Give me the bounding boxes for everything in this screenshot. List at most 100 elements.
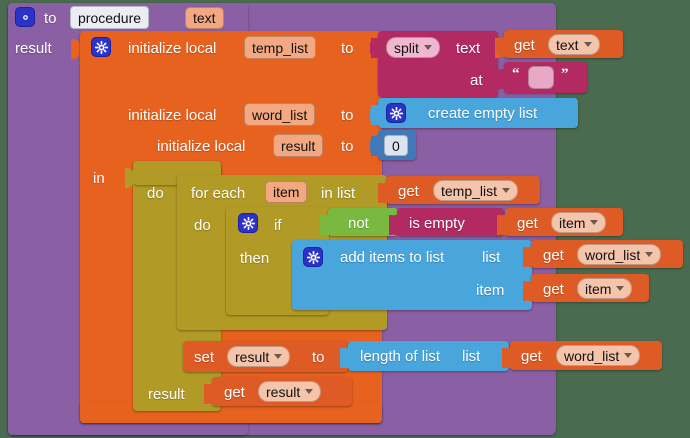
procedure-to-label: to (44, 10, 57, 27)
set-result-to-label: to (312, 349, 325, 366)
gear-icon[interactable] (91, 37, 111, 57)
get-word-list-1-var-dropdown[interactable]: word_list (577, 244, 662, 265)
gear-icon[interactable] (238, 213, 258, 233)
add-items-item-label: item (476, 282, 505, 299)
get-word-list-1-output-plug (523, 247, 532, 267)
create-empty-list-output-plug (370, 105, 379, 125)
get-item-2-output-plug (523, 281, 532, 301)
for-each-label: for each (191, 185, 246, 202)
chevron-down-icon[interactable] (645, 252, 654, 257)
init-local-to-label-2: to (341, 107, 354, 124)
not-block[interactable] (328, 208, 398, 236)
get-word-list-2-var-dropdown[interactable]: word_list (556, 345, 641, 366)
for-each-var-chip[interactable]: item (265, 181, 308, 203)
for-each-var-value: item (273, 184, 300, 200)
procedure-result-label: result (15, 40, 52, 57)
length-of-list-output-plug (340, 348, 349, 368)
if-label: if (274, 217, 282, 234)
length-of-list-label: length of list (360, 348, 441, 365)
init-local-label-3: initialize local (157, 138, 246, 155)
gear-icon[interactable] (15, 7, 35, 27)
chevron-down-icon[interactable] (502, 188, 511, 193)
is-empty-block[interactable] (397, 208, 504, 236)
procedure-name-field[interactable]: procedure (70, 6, 150, 29)
add-items-to-list-block[interactable] (292, 240, 532, 310)
set-result-var-value: result (235, 348, 270, 365)
set-result-var-dropdown[interactable]: result (227, 346, 291, 367)
get-result-var-value: result (266, 383, 301, 400)
get-text-var-value: text (556, 36, 579, 53)
chevron-down-icon[interactable] (423, 45, 432, 50)
length-of-list-block[interactable] (348, 341, 509, 371)
get-word-list-2-label: get (521, 348, 542, 365)
procedure-param-label: text (193, 10, 216, 26)
get-item-1-output-plug (497, 215, 506, 235)
number-value: 0 (392, 137, 400, 154)
open-quote-glyph: “ (512, 66, 520, 82)
for-each-in-list-label: in list (321, 185, 356, 202)
outer-do-prev-socket[interactable] (125, 168, 134, 188)
get-text-var-dropdown[interactable]: text (548, 34, 600, 55)
gear-icon[interactable] (386, 103, 406, 123)
split-text-label: text (456, 40, 481, 57)
procedure-param-chip-text[interactable]: text (185, 7, 224, 29)
get-result-var-dropdown[interactable]: result (258, 381, 322, 402)
get-temp-list-label: get (398, 183, 419, 200)
chevron-down-icon[interactable] (590, 220, 599, 225)
chevron-down-icon[interactable] (583, 42, 592, 47)
local-name-field-result[interactable]: result (273, 134, 324, 157)
create-empty-list-label: create empty list (428, 105, 538, 122)
chevron-down-icon[interactable] (305, 389, 314, 394)
get-word-list-1-label: get (543, 247, 564, 264)
get-temp-list-output-plug (378, 183, 387, 203)
init-local-to-label-3: to (341, 138, 354, 155)
init-local-label-1: initialize local (128, 40, 217, 57)
set-label: set (194, 349, 215, 366)
split-dropdown-value: split (394, 39, 419, 56)
split-dropdown[interactable]: split (386, 37, 440, 58)
local-name-value-temp-list: temp_list (252, 39, 309, 56)
get-word-list-2-var-value: word_list (564, 347, 620, 364)
get-item-2-var-dropdown[interactable]: item (577, 278, 633, 299)
get-text-label: get (514, 37, 535, 54)
text-string-input[interactable] (528, 66, 554, 89)
chevron-down-icon[interactable] (274, 354, 283, 359)
is-empty-output-plug (389, 215, 398, 235)
add-items-list-label: list (482, 249, 501, 266)
get-item-1-label: get (517, 215, 538, 232)
chevron-down-icon[interactable] (624, 353, 633, 358)
get-item-1-var-value: item (559, 214, 586, 231)
get-result-output-plug (204, 384, 213, 404)
get-item-1-var-dropdown[interactable]: item (551, 212, 607, 233)
get-item-2-var-value: item (585, 280, 612, 297)
gear-icon[interactable] (303, 247, 323, 267)
get-word-list-2-output-plug (502, 348, 511, 368)
get-temp-list-var-value: temp_list (441, 182, 498, 199)
length-of-list-list-label: list (462, 348, 481, 365)
local-name-value-word-list: word_list (252, 106, 308, 123)
chevron-down-icon[interactable] (616, 286, 625, 291)
text-string-output-plug (496, 69, 505, 89)
number-output-plug (370, 136, 379, 156)
procedure-name-value: procedure (78, 9, 142, 26)
split-output-plug (370, 38, 379, 58)
then-label: then (240, 250, 270, 267)
get-temp-list-var-dropdown[interactable]: temp_list (433, 180, 519, 201)
init-local-to-label-1: to (341, 40, 354, 57)
for-each-do-label: do (194, 217, 211, 234)
outer-do-label: do (147, 185, 164, 202)
local-name-field-word-list[interactable]: word_list (244, 103, 316, 126)
procedure-result-socket[interactable] (71, 39, 80, 59)
close-quote-glyph: ” (561, 66, 569, 82)
add-items-to-list-label: add items to list (340, 249, 445, 266)
local-name-field-temp-list[interactable]: temp_list (244, 36, 317, 59)
get-text-output-plug (496, 37, 505, 57)
local-result-return-label: result (148, 386, 185, 403)
number-input-field[interactable]: 0 (384, 135, 408, 156)
is-empty-label: is empty (409, 215, 465, 232)
split-at-label: at (470, 72, 483, 89)
create-empty-list-block[interactable] (378, 98, 578, 128)
not-label: not (348, 215, 369, 232)
init-local-in-label: in (93, 170, 105, 187)
